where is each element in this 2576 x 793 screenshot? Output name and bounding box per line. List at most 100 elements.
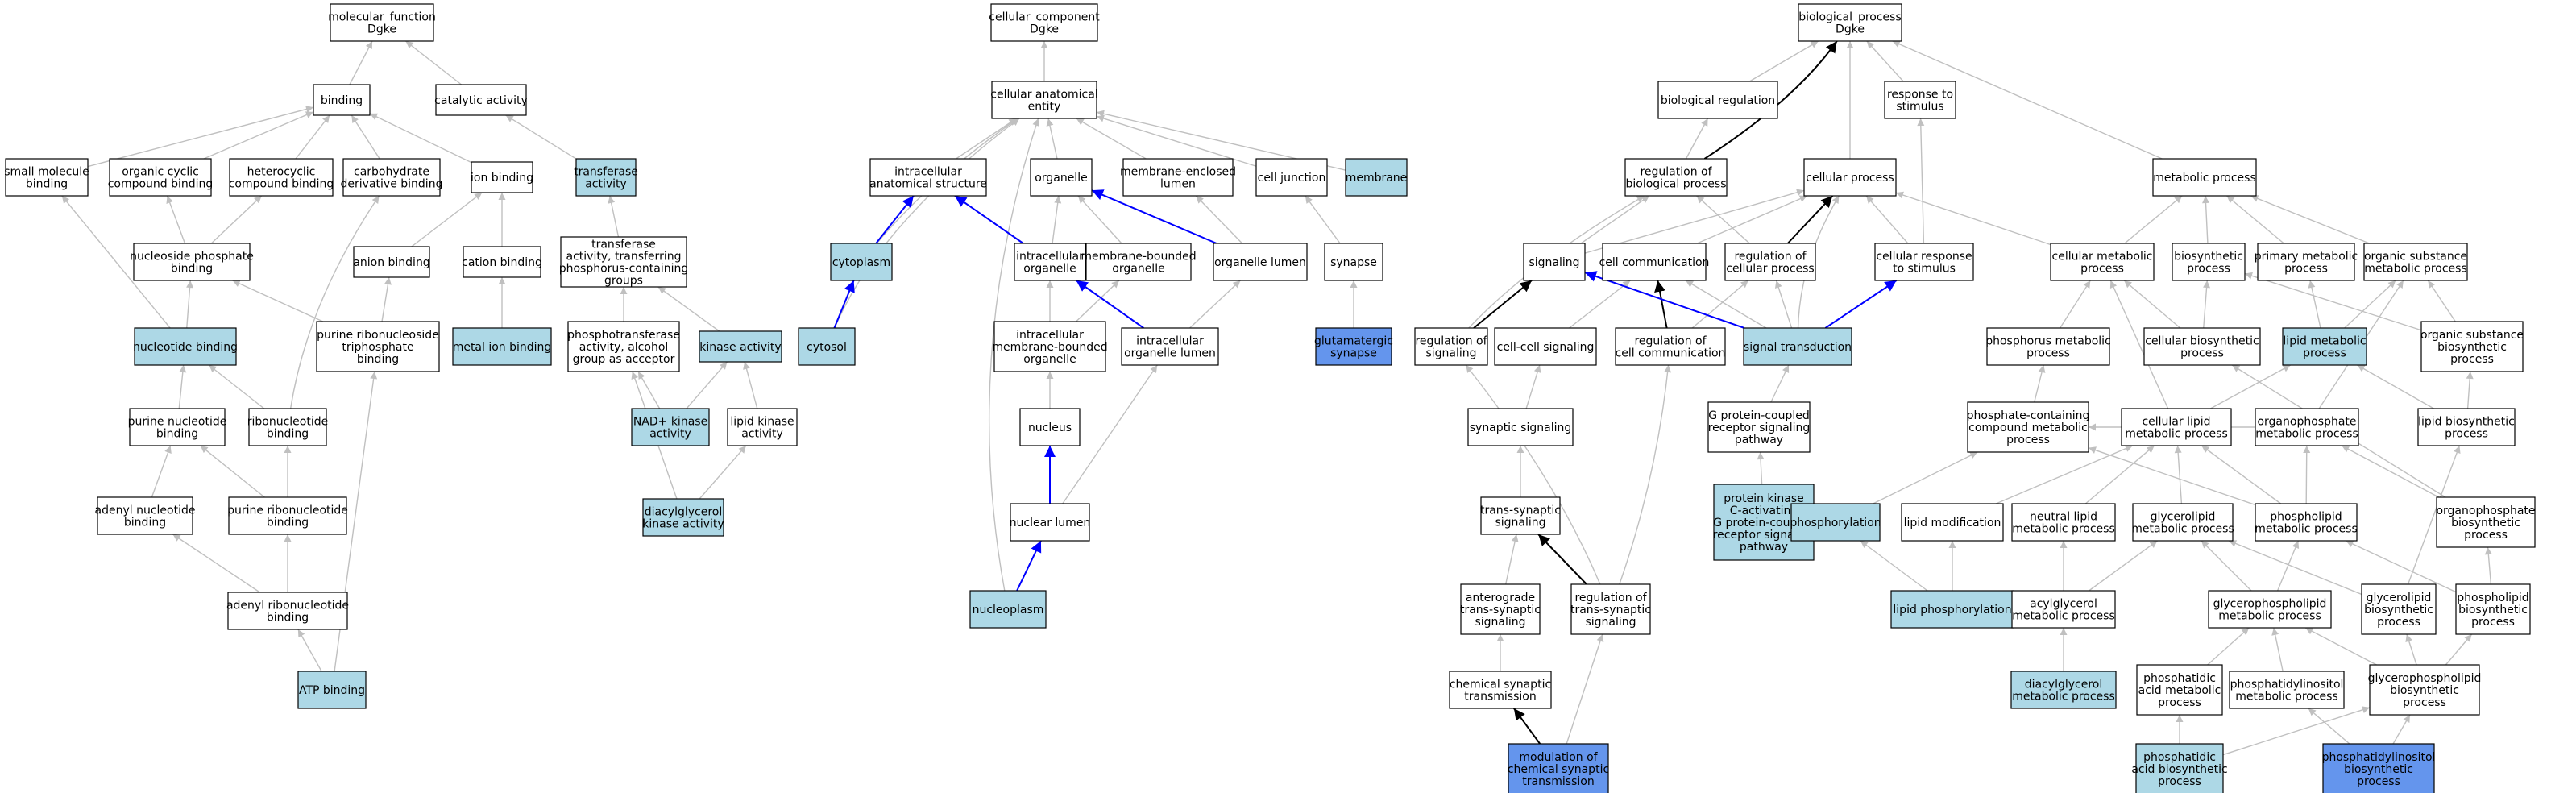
- go-term-node-metal-ion-binding[interactable]: metal ion binding: [452, 327, 552, 366]
- node-label-line: lipid biosynthetic: [2418, 416, 2515, 429]
- go-term-node-biological-regulation[interactable]: biological regulation: [1657, 81, 1778, 119]
- go-term-node-lipid-phosphorylation[interactable]: lipid phosphorylation: [1890, 590, 2014, 629]
- go-term-node-cell-communication[interactable]: cell communication: [1599, 243, 1710, 281]
- go-term-node-organelle[interactable]: organelle: [1030, 158, 1093, 197]
- node-label-line: lipid kinase: [730, 416, 794, 429]
- go-term-node-phosphorylation[interactable]: phosphorylation: [1790, 503, 1881, 542]
- go-term-node-atp-binding[interactable]: ATP binding: [297, 671, 367, 709]
- go-term-node-organelle-lumen[interactable]: organelle lumen: [1213, 243, 1308, 281]
- go-term-node-nucleotide-binding[interactable]: nucleotide binding: [133, 327, 238, 366]
- go-term-node-membrane[interactable]: membrane: [1345, 158, 1408, 197]
- go-term-node-cation-binding[interactable]: cation binding: [462, 246, 542, 278]
- go-term-node-cytosol[interactable]: cytosol: [798, 327, 856, 366]
- node-label-line: glutamatergic: [1314, 335, 1393, 348]
- go-term-node-kinase-activity[interactable]: kinase activity: [699, 330, 782, 363]
- go-term-node-nucleus[interactable]: nucleus: [1019, 408, 1081, 446]
- go-term-node-signal-transduction[interactable]: signal transduction: [1743, 327, 1852, 366]
- go-term-node-ion-binding[interactable]: ion binding: [471, 161, 533, 193]
- go-term-node-binding[interactable]: binding: [313, 84, 371, 116]
- go-term-node-catalytic-activity[interactable]: catalytic activity: [434, 84, 528, 116]
- go-term-node-metabolic-process[interactable]: metabolic process: [2152, 158, 2257, 197]
- go-term-node-lipid-modification[interactable]: lipid modification: [1901, 503, 2004, 542]
- go-term-node-signaling[interactable]: signaling: [1523, 243, 1586, 281]
- go-term-node-nucleoplasm[interactable]: nucleoplasm: [969, 590, 1047, 629]
- go-term-node-cytoplasm[interactable]: cytoplasm: [830, 243, 893, 281]
- node-label-line: intracellular: [1136, 335, 1204, 348]
- go-term-node-cellular-process[interactable]: cellular process: [1803, 158, 1897, 197]
- go-term-node-synapse[interactable]: synapse: [1324, 243, 1383, 281]
- go-term-node-nuclear-lumen[interactable]: nuclear lumen: [1010, 503, 1091, 542]
- go-term-node-synaptic-signaling[interactable]: synaptic signaling: [1467, 408, 1574, 446]
- go-term-node-anion-binding[interactable]: anion binding: [353, 246, 430, 278]
- go-term-node-cell-cell-signaling[interactable]: cell-cell signaling: [1494, 327, 1597, 366]
- go-term-node-cell-junction[interactable]: cell junction: [1255, 158, 1328, 197]
